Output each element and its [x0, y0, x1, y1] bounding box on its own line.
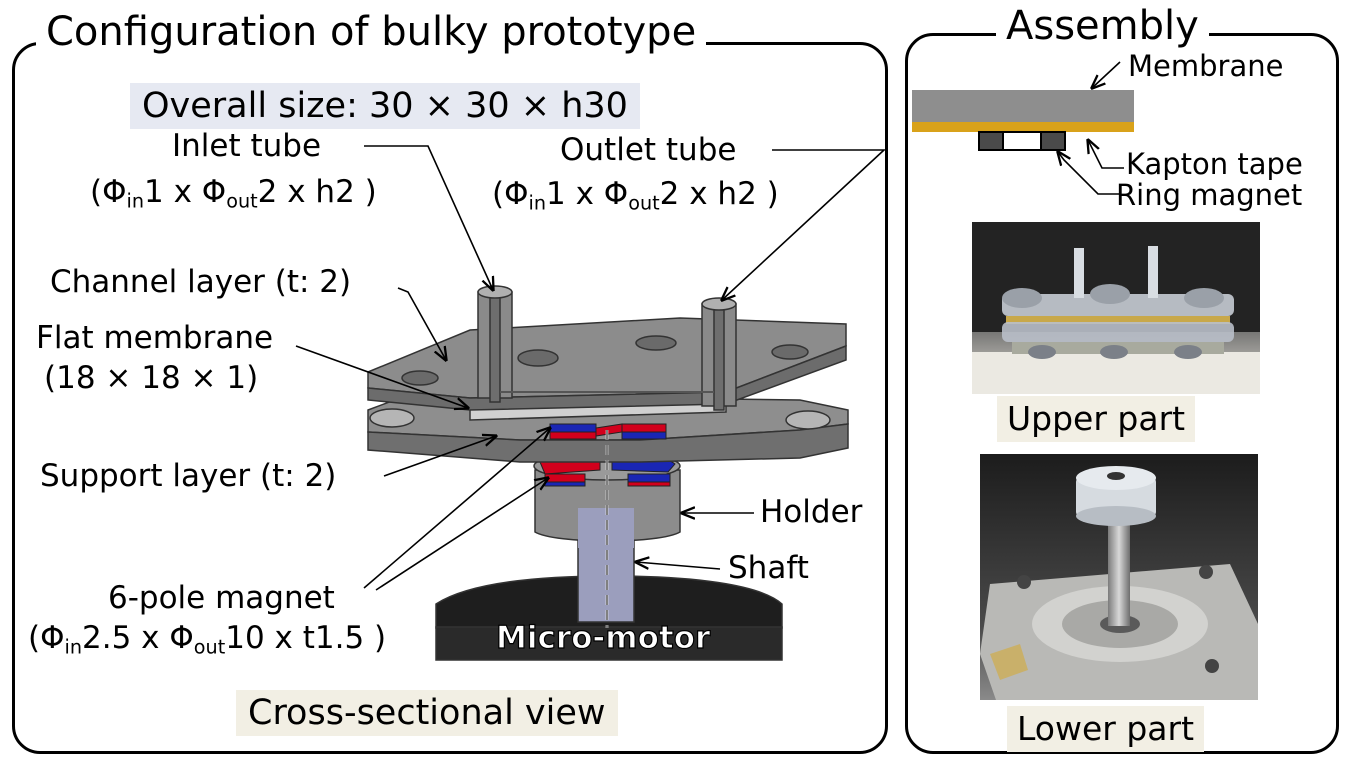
upper-part-label: Upper part — [997, 396, 1196, 442]
kapton-tape-layer — [912, 122, 1134, 132]
inlet-tube-part — [477, 285, 513, 403]
kapton-tape-label: Kapton tape — [1126, 147, 1303, 181]
overall-size-label: Overall size: 30 × 30 × h30 — [130, 83, 640, 129]
lower-part-photo — [980, 454, 1258, 700]
assembly-schematic — [912, 61, 1134, 195]
shaft-label: Shaft — [728, 550, 809, 586]
outlet-tube-part — [701, 297, 737, 411]
channel-layer-part — [367, 317, 847, 411]
leader-lines — [295, 145, 887, 591]
outlet-tube-label: Outlet tube — [560, 132, 737, 168]
title-assembly: Assembly — [996, 3, 1209, 49]
flat-membrane-label: Flat membrane — [36, 320, 274, 356]
support-layer-label: Support layer (t: 2) — [40, 458, 337, 494]
micro-motor-body — [435, 575, 783, 661]
cross-section-model — [367, 285, 849, 661]
inlet-tube-dims: (Φin1 x Φout2 x h2 ) — [90, 174, 377, 213]
micro-motor-label: Micro-motor — [495, 619, 711, 656]
inlet-tube-label: Inlet tube — [172, 128, 322, 164]
holder-label: Holder — [760, 494, 863, 530]
channel-layer-label: Channel layer (t: 2) — [50, 264, 352, 300]
membrane-layer — [912, 90, 1134, 122]
lower-part-label: Lower part — [1007, 706, 1205, 752]
ring-magnet-label: Ring magnet — [1116, 178, 1303, 212]
upper-part-photo — [972, 222, 1260, 394]
cross-sectional-view-label: Cross-sectional view — [236, 690, 618, 736]
six-pole-magnet-upper — [549, 423, 667, 440]
six-pole-magnet-label: 6-pole magnet — [108, 580, 335, 616]
flat-membrane-dims: (18 × 18 × 1) — [44, 360, 259, 396]
outlet-tube-dims: (Φin1 x Φout2 x h2 ) — [492, 176, 779, 215]
membrane-label: Membrane — [1128, 49, 1284, 83]
title-configuration: Configuration of bulky prototype — [36, 9, 707, 55]
ring-magnet-block — [978, 131, 1066, 151]
six-pole-magnet-dims: (Φin2.5 x Φout10 x t1.5 ) — [28, 620, 387, 659]
